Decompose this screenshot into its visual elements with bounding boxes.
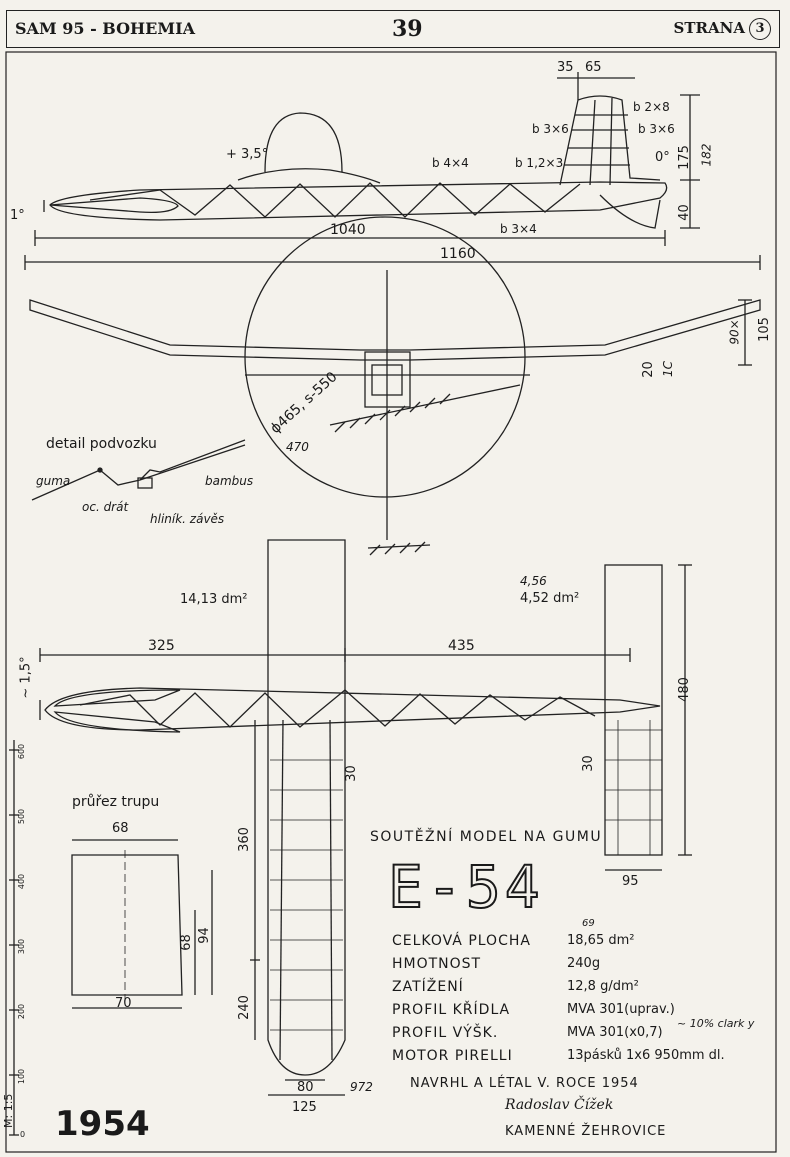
dim-240: 240 bbox=[236, 995, 252, 1020]
year: 1954 bbox=[55, 1104, 150, 1144]
dim-1040: 1040 bbox=[330, 222, 366, 238]
spec-val-2: 12,8 g/dm² bbox=[567, 979, 639, 994]
spec-val-5: 13pásků 1x6 950mm dl. bbox=[567, 1048, 725, 1063]
wing-area: 14,13 dm² bbox=[180, 592, 248, 607]
dim-435: 435 bbox=[448, 638, 475, 654]
gear-label-zaves: hliník. závěs bbox=[150, 512, 225, 526]
hand-182: 182 bbox=[699, 143, 714, 167]
gear-detail-title: detail podvozku bbox=[46, 436, 157, 452]
dim-325: 325 bbox=[148, 638, 175, 654]
scale-label: M: 1:5 bbox=[2, 1093, 15, 1128]
dim-175: 175 bbox=[676, 145, 692, 170]
spec-key-2: ZATÍŽENÍ bbox=[392, 979, 464, 995]
dim-30-tail: 30 bbox=[580, 755, 596, 772]
dim-65: 65 bbox=[585, 60, 602, 75]
spec-key-0: CELKOVÁ PLOCHA bbox=[392, 933, 531, 949]
dim-30-wing: 30 bbox=[343, 765, 359, 782]
scale-tick-500: 500 bbox=[17, 808, 27, 825]
model-subtitle: SOUTĚŽNÍ MODEL NA GUMU bbox=[370, 829, 603, 845]
dim-95: 95 bbox=[622, 874, 639, 889]
tail-area-hand: 4,56 bbox=[520, 574, 547, 588]
tail-area: 4,52 dm² bbox=[520, 591, 580, 606]
dim-360: 360 bbox=[236, 827, 252, 852]
side-view-fuselage bbox=[43, 181, 668, 221]
spec-key-4: PROFIL VÝŠK. bbox=[392, 1025, 499, 1041]
section-dim-70: 70 bbox=[115, 996, 132, 1011]
gear-label-guma: guma bbox=[36, 474, 71, 488]
member-b4x4: b 4×4 bbox=[432, 156, 469, 170]
angle-zero: 0° bbox=[655, 150, 670, 165]
section-title: průřez trupu bbox=[72, 794, 160, 810]
front-view bbox=[29, 216, 761, 556]
page-header: SAM 95 - BOHEMIA 39 STRANA 3 bbox=[6, 10, 780, 48]
model-name: E-54 bbox=[387, 852, 544, 922]
member-b12x3: b 1,2×3 bbox=[515, 156, 564, 170]
header-left: SAM 95 - BOHEMIA bbox=[15, 19, 195, 38]
hand-note-b: 1C bbox=[661, 360, 676, 378]
designer-signature: Radoslav Čížek bbox=[505, 1097, 614, 1113]
member-b3x6-b: b 3×6 bbox=[638, 122, 675, 136]
dim-480: 480 bbox=[676, 677, 692, 702]
scale-tick-200: 200 bbox=[17, 1003, 27, 1020]
spec-key-3: PROFIL KŘÍDLA bbox=[392, 1002, 511, 1018]
gear-detail-sketch bbox=[31, 439, 246, 501]
canopy bbox=[264, 112, 343, 173]
spec-hand-69: 69 bbox=[582, 918, 595, 929]
spec-key-1: HMOTNOST bbox=[392, 956, 482, 972]
plan-view bbox=[39, 539, 692, 1096]
scale-bar bbox=[9, 740, 19, 1136]
spec-hand-note: ~ 10% clark y bbox=[677, 1017, 755, 1030]
angle-plus35: + 3,5° bbox=[226, 147, 269, 162]
designer-line: NAVRHL A LÉTAL V. ROCE 1954 bbox=[410, 1076, 639, 1091]
member-b2x8: b 2×8 bbox=[633, 100, 670, 114]
place: KAMENNÉ ŽEHROVICE bbox=[505, 1124, 667, 1139]
prop-hand-note: 470 bbox=[286, 440, 309, 454]
page-circle: 3 bbox=[749, 18, 771, 40]
scale-tick-100: 100 bbox=[17, 1068, 27, 1085]
member-b3x4: b 3×4 bbox=[500, 222, 537, 236]
gear-label-bambus: bambus bbox=[205, 474, 254, 488]
dim-105: 105 bbox=[756, 317, 772, 342]
dim-80: 80 bbox=[297, 1080, 314, 1095]
scale-tick-600: 600 bbox=[17, 743, 27, 760]
spec-val-4: MVA 301(x0,7) bbox=[567, 1025, 663, 1040]
scale-tick-300: 300 bbox=[17, 938, 27, 955]
dim-40: 40 bbox=[676, 204, 692, 221]
hand-note-a: 90× bbox=[727, 319, 742, 345]
angle-one: 1° bbox=[10, 208, 25, 223]
fin bbox=[559, 95, 661, 186]
scale-tick-400: 400 bbox=[17, 873, 27, 890]
spec-val-0: 18,65 dm² bbox=[567, 933, 635, 948]
dim-20: 20 bbox=[640, 361, 656, 378]
scale-tick-0: 0 bbox=[20, 1130, 26, 1139]
dim-125: 125 bbox=[292, 1100, 317, 1115]
spec-key-5: MOTOR PIRELLI bbox=[392, 1048, 513, 1064]
spec-val-3: MVA 301(uprav.) bbox=[567, 1002, 675, 1017]
fuselage-cross-section bbox=[71, 839, 213, 1009]
hand-972: 972 bbox=[350, 1080, 373, 1094]
gear-label-drat: oc. drát bbox=[82, 500, 129, 514]
dim-1160: 1160 bbox=[440, 246, 476, 262]
header-right: STRANA bbox=[673, 19, 745, 37]
section-dim-94: 94 bbox=[196, 927, 212, 944]
section-dim-68-top: 68 bbox=[112, 821, 129, 836]
dim-35: 35 bbox=[557, 60, 574, 75]
spec-val-1: 240g bbox=[567, 956, 601, 971]
tilt-angle: ~ 1,5° bbox=[18, 656, 34, 699]
member-b3x6-a: b 3×6 bbox=[532, 122, 569, 136]
section-dim-68: 68 bbox=[178, 934, 194, 951]
page-number: 39 bbox=[392, 16, 423, 42]
